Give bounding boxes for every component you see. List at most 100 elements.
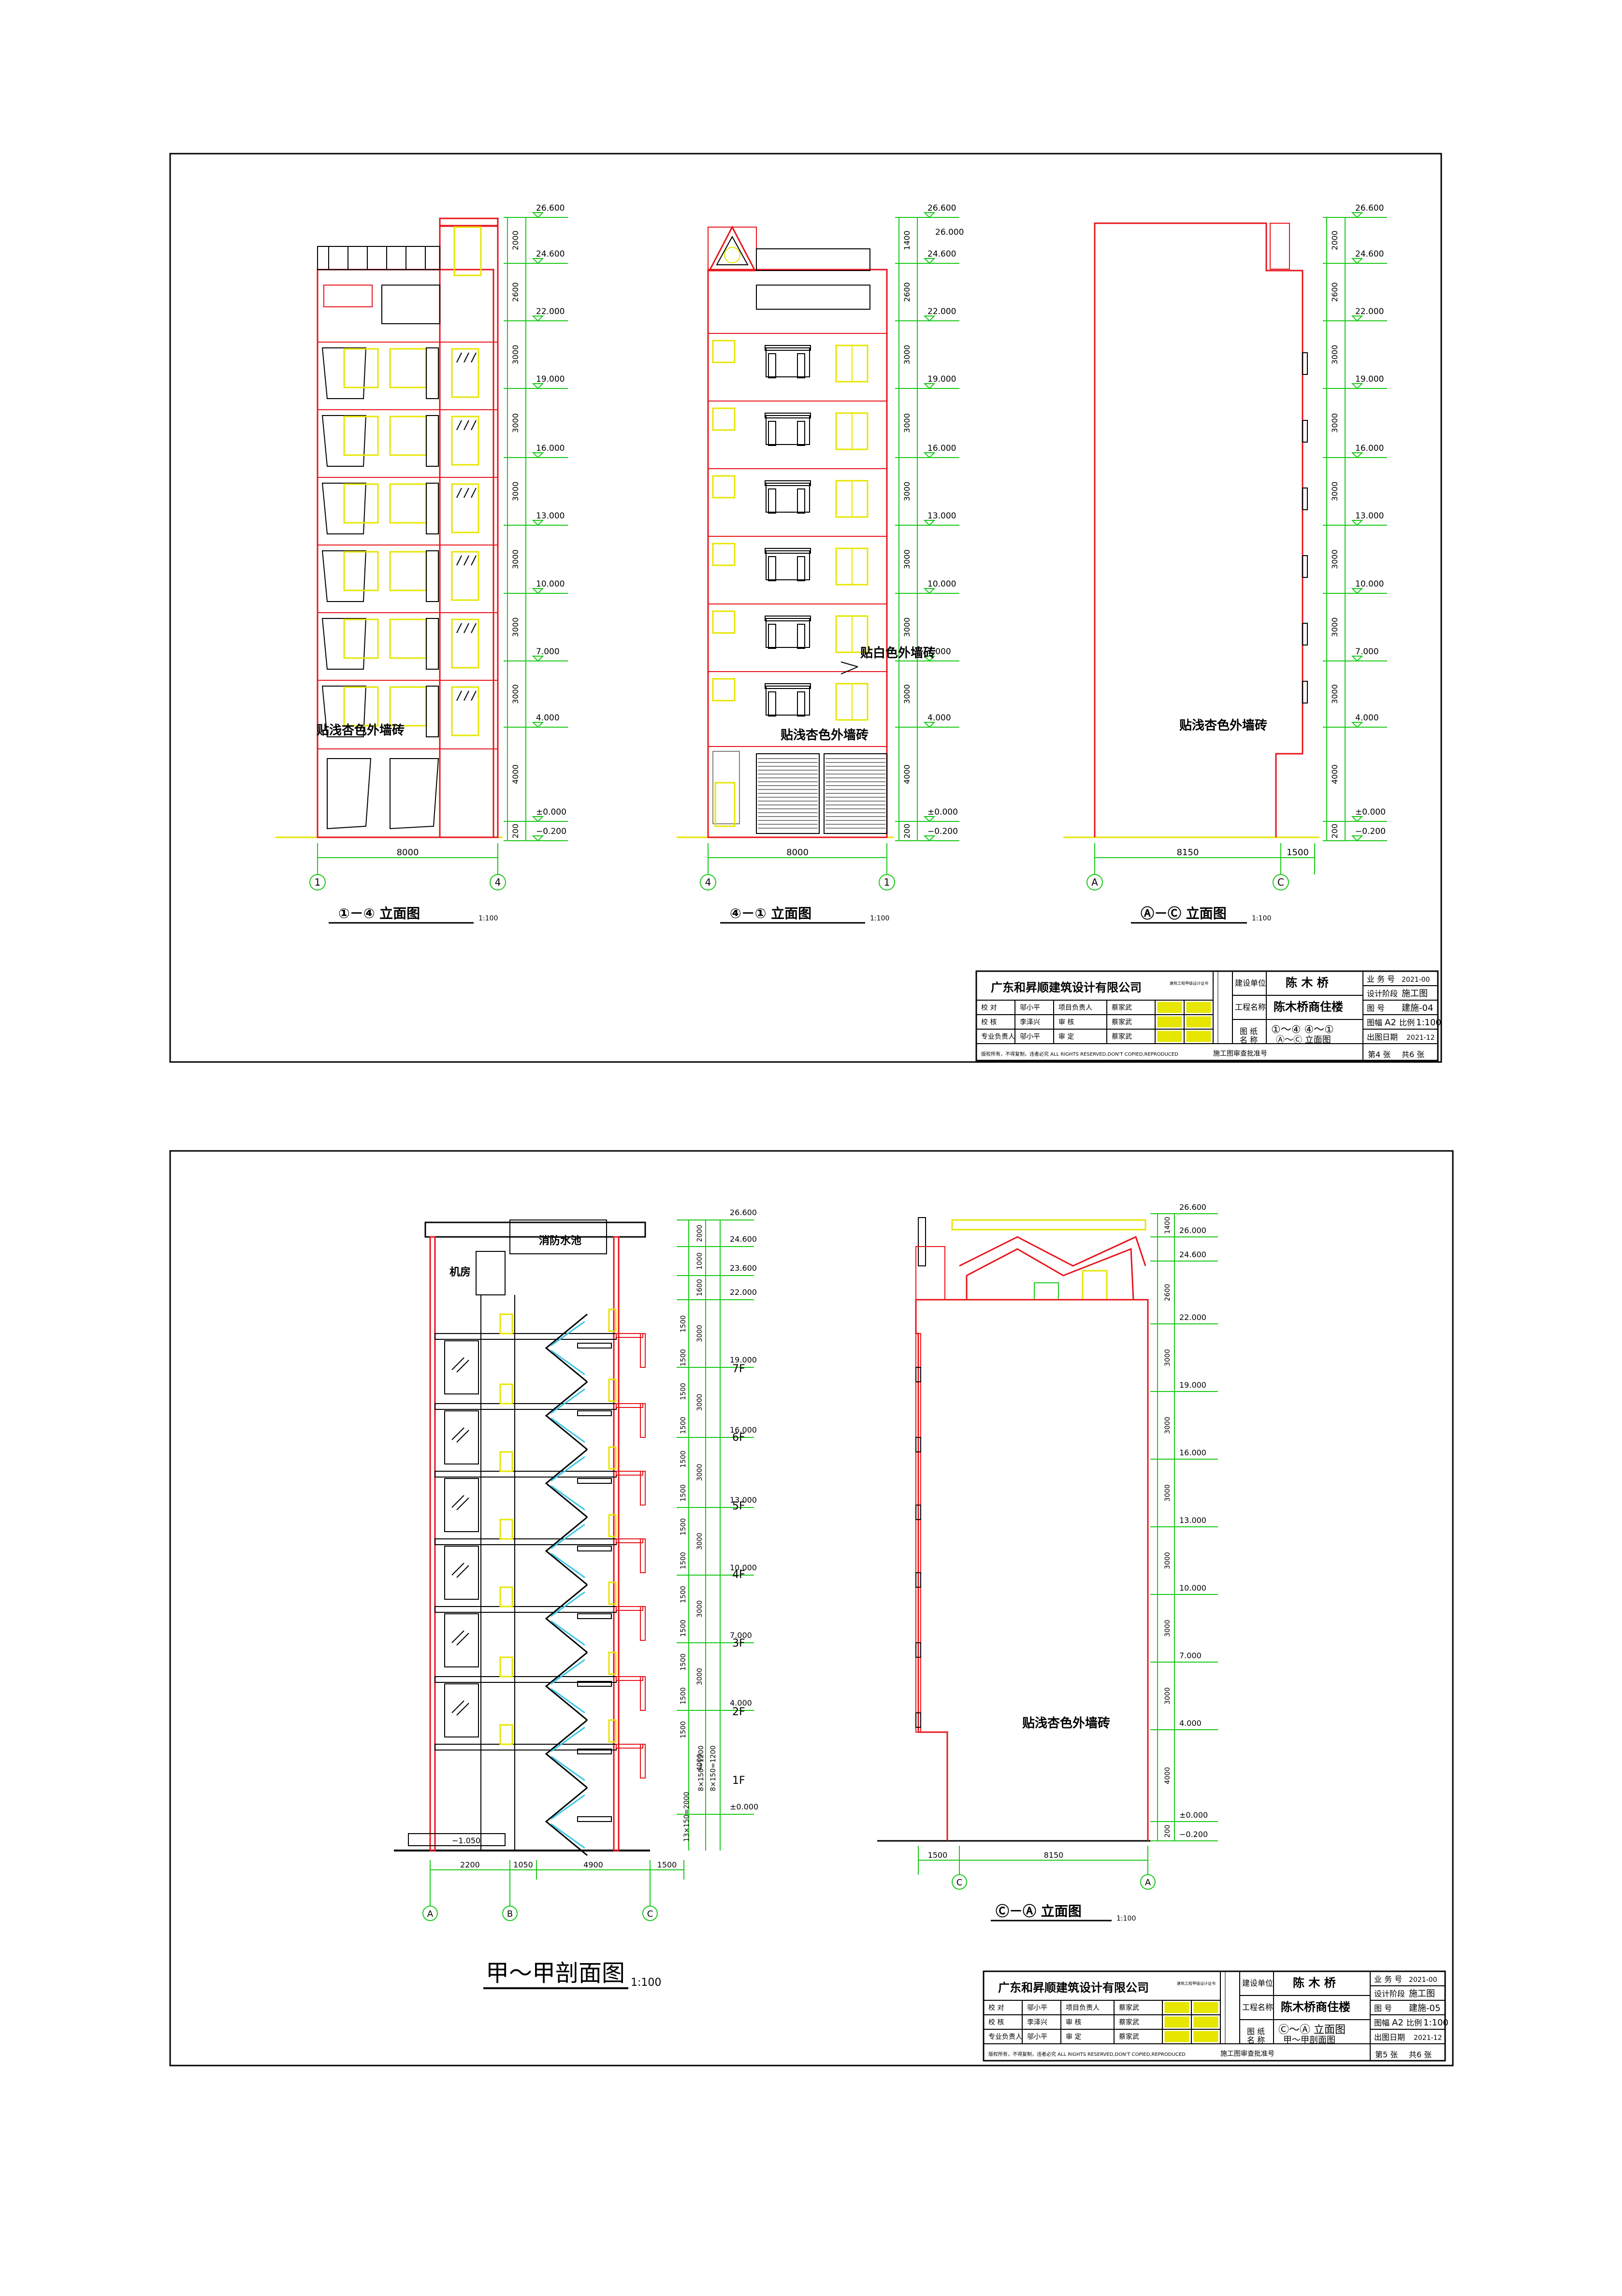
balcony-edge — [1302, 681, 1308, 703]
roof-slab — [424, 1221, 646, 1238]
tb-label: 建设单位 — [1242, 1979, 1273, 1988]
column — [426, 347, 439, 399]
signature-box — [1193, 2031, 1218, 2042]
tb-label: 出图日期 — [1367, 1033, 1398, 1042]
tb-label: 项目负责人 — [1066, 2004, 1100, 2012]
height-dim: 2600 — [1164, 1284, 1172, 1301]
hatch — [463, 352, 469, 363]
stair-hatch — [550, 1794, 585, 1820]
balcony-rail — [640, 1606, 646, 1641]
tb-label: 校 对 — [988, 2004, 1004, 2012]
level-label: 22.000 — [536, 307, 565, 316]
level-label: 26.600 — [1355, 203, 1384, 213]
glass-hatch — [456, 1430, 469, 1443]
rolling-door — [824, 753, 887, 834]
floor-slab — [434, 1471, 617, 1478]
window — [343, 416, 379, 456]
window — [444, 1613, 479, 1667]
level-label: 22.000 — [730, 1288, 757, 1297]
mullion — [768, 624, 776, 649]
right-wall — [613, 1236, 620, 1851]
level-marker — [532, 835, 544, 842]
level-label: 19.000 — [927, 374, 956, 384]
axis-label: 4 — [705, 876, 711, 888]
sheet2-frame — [169, 1150, 1454, 2066]
tb-value: Ⓐ～Ⓒ 立面图 — [1276, 1035, 1331, 1045]
tb-label: 设计阶段 — [1367, 989, 1398, 998]
balcony-rail — [640, 1403, 646, 1438]
stair-flight — [545, 1651, 588, 1721]
lintel — [765, 480, 811, 486]
small-window — [712, 407, 736, 431]
axis-bubble — [490, 874, 506, 890]
level-label: 26.600 — [730, 1208, 757, 1217]
small-window — [712, 543, 736, 566]
stair-flight — [545, 1313, 588, 1383]
window-head — [608, 1719, 617, 1743]
height-dim: 3000 — [511, 684, 520, 704]
finish-note: 贴浅杏色外墙砖 — [1022, 1716, 1110, 1731]
window — [389, 551, 427, 591]
stair-dim: 1500 — [680, 1721, 687, 1738]
width-dim-text: 1500 — [657, 1860, 677, 1869]
level-label: 22.000 — [1179, 1313, 1206, 1322]
door-head — [499, 1451, 513, 1472]
balcony-rail — [640, 1676, 646, 1711]
window — [444, 1340, 479, 1394]
stair-hatch — [550, 1456, 585, 1482]
level-label: ±0.000 — [927, 807, 958, 817]
hatch — [471, 488, 477, 498]
tb-label: 校 对 — [981, 1004, 997, 1012]
window — [389, 416, 427, 456]
scale-text: 1:100 — [1116, 1915, 1136, 1923]
tb-value: 陈木桥商住楼 — [1281, 2000, 1350, 2014]
width-dim-text: 8000 — [397, 847, 419, 858]
level-marker — [1351, 520, 1363, 526]
height-dim: 3000 — [696, 1668, 704, 1685]
height-dim: 3000 — [902, 617, 912, 637]
stair-hatch — [550, 1823, 585, 1849]
finish-note: 贴白色外墙砖 — [860, 646, 936, 660]
signature-box — [1157, 1002, 1182, 1013]
stair-hatch — [550, 1523, 585, 1550]
lintel — [765, 616, 811, 621]
tower-window — [453, 226, 482, 276]
height-dim: 3000 — [1164, 1417, 1172, 1434]
stair-hatch — [550, 1620, 585, 1646]
tb-label: 名 称 — [1240, 1035, 1258, 1045]
tb-label: 图幅 — [1374, 2018, 1390, 2027]
axis-label: C — [1277, 876, 1284, 888]
balcony-door — [766, 686, 810, 716]
stair-hatch — [550, 1417, 585, 1443]
axis-label: C — [956, 1878, 963, 1888]
height-dim: 3000 — [1164, 1687, 1172, 1705]
mullion — [768, 691, 776, 717]
axis-bubble — [1140, 1874, 1156, 1890]
height-dim: 4000 — [902, 764, 912, 784]
landing — [577, 1681, 612, 1687]
hatch — [463, 420, 469, 430]
window — [444, 1546, 479, 1600]
level-marker — [532, 258, 544, 264]
axis-bubble — [502, 1906, 518, 1921]
roof-room — [756, 285, 870, 310]
small-window — [712, 340, 736, 363]
axis-bubble — [422, 1906, 438, 1921]
axis-bubble — [879, 874, 895, 890]
finish-note: 贴浅杏色外墙砖 — [317, 723, 405, 738]
balcony-edge — [915, 1333, 921, 1733]
hatch — [456, 352, 462, 363]
floor-label: 6F — [732, 1432, 745, 1444]
tb-value: 共6 张 — [1402, 1050, 1424, 1059]
tb-value: 施工图 — [1402, 989, 1428, 999]
balcony-door — [321, 483, 367, 534]
tb-label: 建设单位 — [1235, 978, 1266, 988]
title-block — [975, 970, 1439, 1062]
tb-label: 出图日期 — [1374, 2033, 1405, 2042]
tb-label: 图 纸 — [1247, 2027, 1265, 2036]
stair-dim: 1500 — [680, 1484, 687, 1502]
window — [343, 483, 379, 524]
tb-label: 业 务 号 — [1367, 975, 1395, 984]
level-marker — [1351, 816, 1363, 822]
